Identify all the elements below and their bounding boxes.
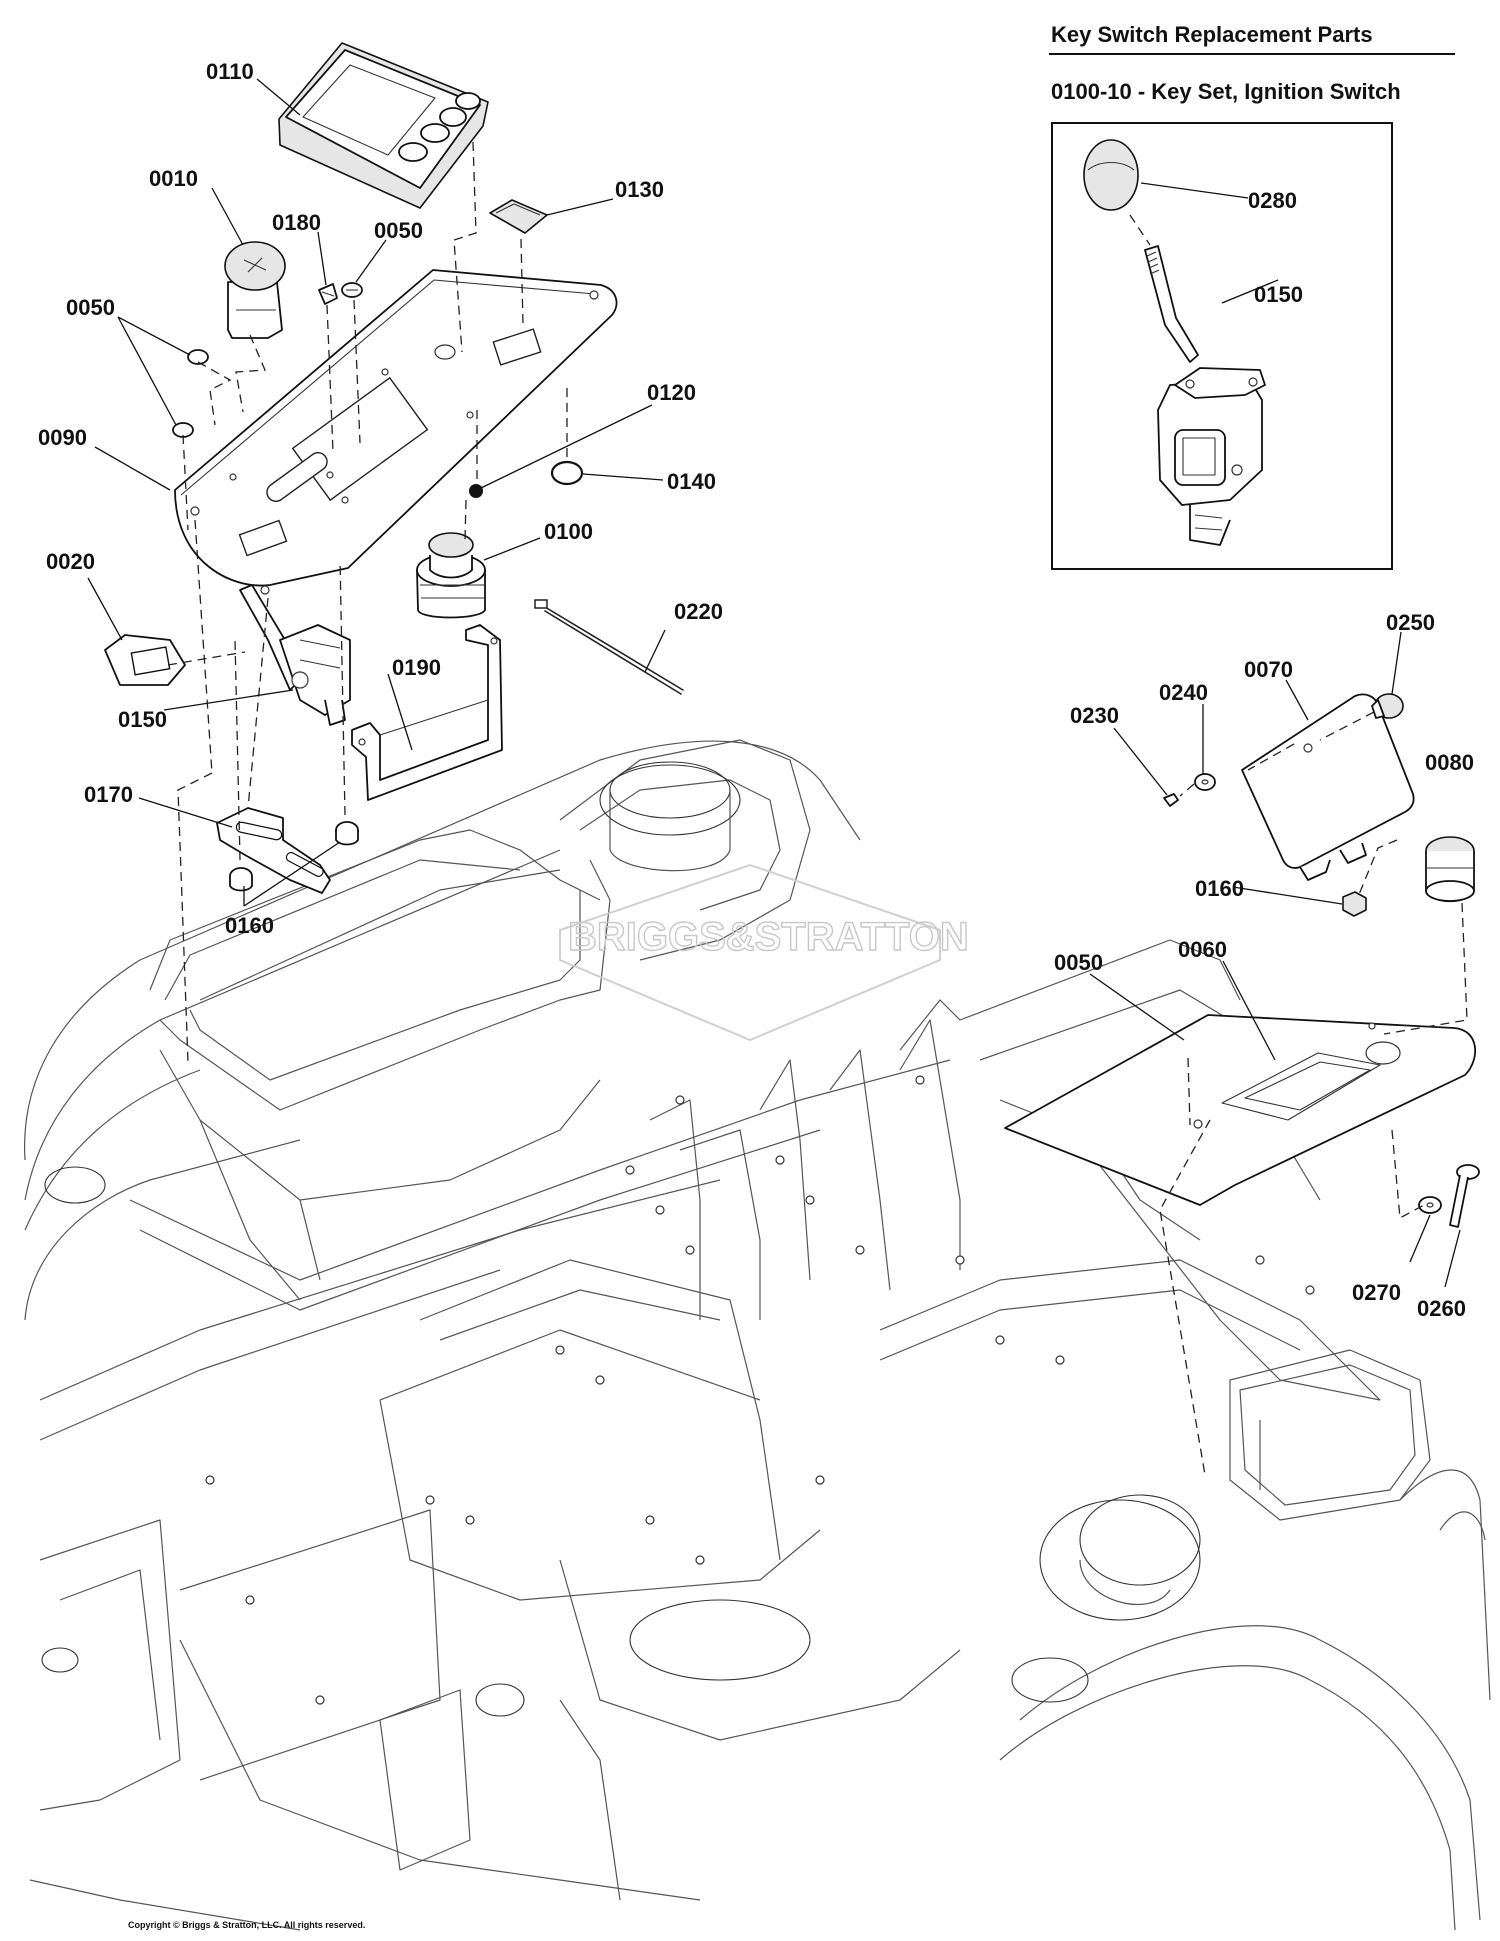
callout-0130: 0130 <box>615 177 664 202</box>
callout-0180: 0180 <box>272 210 321 235</box>
leader-lines <box>87 78 1461 1288</box>
inset-subtitle: 0100-10 - Key Set, Ignition Switch <box>1051 79 1401 104</box>
key-knob-part <box>1083 139 1139 211</box>
callout-0020: 0020 <box>46 549 95 574</box>
screw-0050-left <box>172 349 209 438</box>
callout-0220: 0220 <box>674 599 723 624</box>
bracket-0190 <box>351 624 503 801</box>
watermark-logo: BRIGGS&STRATTON <box>559 863 969 1042</box>
washer-0270 <box>1418 1196 1442 1214</box>
inset-callout-0150: 0150 <box>1254 282 1303 307</box>
callout-0110: 0110 <box>206 59 254 84</box>
knob-0250 <box>1371 693 1404 719</box>
callout-0260: 0260 <box>1417 1296 1466 1321</box>
callout-0050-top: 0050 <box>374 218 423 243</box>
bezel-0020 <box>104 634 186 686</box>
oring-0140 <box>550 460 584 486</box>
chassis-frame-drawing <box>23 739 1491 1931</box>
key-shaft-part <box>1144 245 1199 363</box>
cover-0130 <box>489 199 548 234</box>
inset-callout-0280: 0280 <box>1248 188 1297 213</box>
display-panel-0110 <box>278 42 489 209</box>
callout-0160-left: 0160 <box>225 913 274 938</box>
callout-0170: 0170 <box>84 782 133 807</box>
callout-0120: 0120 <box>647 380 696 405</box>
key-switch-0080 <box>1425 836 1475 903</box>
copyright-notice: Copyright © Briggs & Stratton, LLC. All … <box>128 1920 365 1930</box>
cover-0070 <box>1241 693 1415 881</box>
callout-0160-right: 0160 <box>1195 876 1244 901</box>
inset-title: Key Switch Replacement Parts <box>1051 22 1373 47</box>
ignition-switch-0100 <box>416 532 486 619</box>
key-switch-inset: Key Switch Replacement Parts 0100-10 - K… <box>1049 22 1455 570</box>
screw-0230 <box>1163 793 1179 807</box>
callout-0140: 0140 <box>667 469 716 494</box>
callout-0080: 0080 <box>1425 750 1474 775</box>
bolt-0260 <box>1449 1164 1480 1228</box>
nut-0160-right <box>1342 891 1367 917</box>
assembly-dashed-lines <box>167 141 1468 1476</box>
callout-0250: 0250 <box>1386 610 1435 635</box>
cable-tie-0220 <box>534 599 684 695</box>
callout-labels: 0110 0010 0180 0050 0130 0050 0120 0090 … <box>38 59 1474 1321</box>
callout-0240: 0240 <box>1159 680 1208 705</box>
nut-0120 <box>469 484 483 498</box>
callout-0010: 0010 <box>149 166 198 191</box>
screw-0050-top <box>341 282 363 298</box>
watermark-text: BRIGGS&STRATTON <box>568 915 969 959</box>
screw-0180 <box>318 283 338 305</box>
washer-0240 <box>1194 773 1216 791</box>
callout-0270: 0270 <box>1352 1280 1401 1305</box>
callout-0100: 0100 <box>544 519 593 544</box>
callout-0060: 0060 <box>1178 937 1227 962</box>
callout-0150: 0150 <box>118 707 167 732</box>
pto-switch-0010 <box>224 241 286 339</box>
seat-switch-0150 <box>239 584 351 726</box>
plate-0060 <box>1004 1014 1477 1206</box>
callout-0050-right: 0050 <box>1054 950 1103 975</box>
callout-0230: 0230 <box>1070 703 1119 728</box>
bracket-0170 <box>216 807 331 894</box>
callout-0070: 0070 <box>1244 657 1293 682</box>
callout-0190: 0190 <box>392 655 441 680</box>
nut-0160-left <box>229 821 359 892</box>
callout-0050-left: 0050 <box>66 295 115 320</box>
callout-0090: 0090 <box>38 425 87 450</box>
ignition-switch-part <box>1157 367 1266 546</box>
